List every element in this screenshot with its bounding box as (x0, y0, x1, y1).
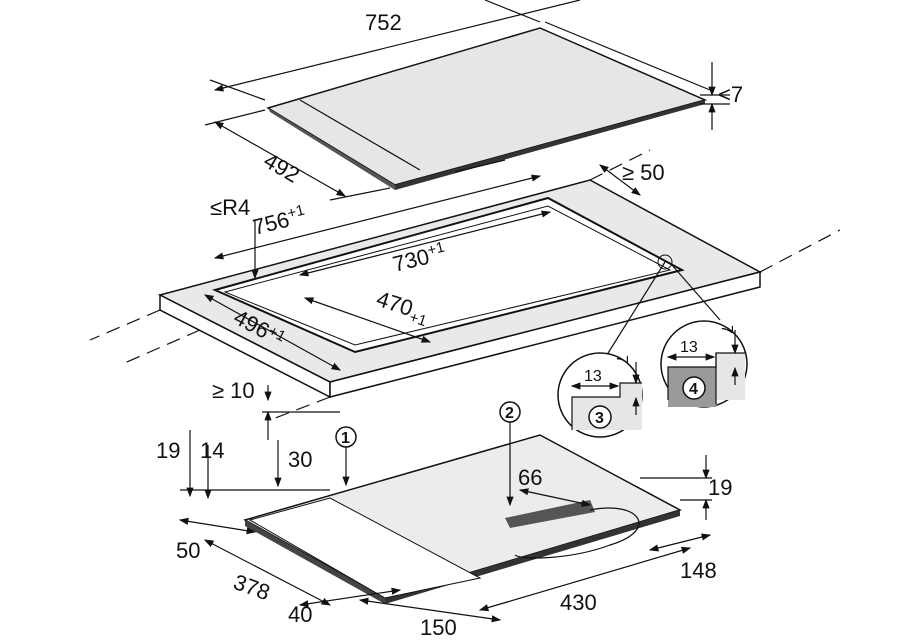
cutout-edge-distance-label: ≥ 50 (622, 160, 665, 185)
cutout-outer-width-tol-label: +1 (286, 202, 307, 223)
dimension-edge-50: ≥ 50 (599, 160, 665, 196)
bottom-hob-dim-50-label: 50 (176, 538, 200, 563)
callout-1: 1 (335, 426, 357, 487)
bottom-hob-dim-19-left-label: 19 (156, 438, 180, 463)
top-hob-depth-label: 492 (260, 148, 304, 188)
dimension-thickness: <7 (700, 62, 743, 130)
bottom-hob-dim-40-label: 40 (288, 602, 312, 627)
bottom-hob-dim-19-right-label: 19 (708, 475, 732, 500)
details-1-width-label: 13 (680, 339, 698, 356)
bottom-hob-callout-1-label: 1 (341, 430, 350, 447)
dimension-radius: ≤R4 (210, 195, 259, 280)
details-0-width-label: 13 (584, 368, 602, 385)
cutout-outer-depth-tol-label: +1 (265, 322, 288, 345)
details-1-height-label: 7 (718, 325, 735, 334)
bottom-hob-dim-30-label: 30 (288, 447, 312, 472)
detail-4: 13 7 4 (660, 320, 748, 408)
svg-text:756+1: 756+1 (250, 202, 309, 240)
bottom-hob-dim-14-label: 14 (200, 438, 224, 463)
bottom-hob-dim-150-label: 150 (420, 615, 457, 640)
width-label: 752 (365, 10, 402, 35)
details-0-number-label: 3 (595, 410, 604, 427)
bottom-hob-dim-430-label: 430 (560, 590, 597, 615)
cutout-clearance-label: ≥ 10 (212, 378, 255, 403)
dimension-clearance: ≥ 10 (212, 378, 340, 440)
cutout-radius-label: ≤R4 (210, 195, 250, 220)
bottom-hob-dim-66-label: 66 (518, 465, 542, 490)
details-0-height-label: 7 (613, 355, 630, 364)
details-1-number-label: 4 (689, 381, 698, 398)
callout-2: 2 (499, 401, 521, 507)
cutout-outer-width-label: 756 (250, 207, 292, 240)
bottom-hob-dim-148-label: 148 (680, 558, 717, 583)
bottom-hob-dim-378-label: 378 (230, 569, 273, 605)
top-hob-thickness-label: <7 (718, 82, 743, 107)
dimension-752: 752 (209, 0, 711, 101)
cutout-inner-width-tol-label: +1 (426, 239, 447, 260)
bottom-hob-callout-2-label: 2 (505, 405, 514, 422)
cutout-inner-depth-tol-label: +1 (407, 309, 429, 330)
bottom-dimension-labels: 19 14 30 66 19 50 378 40 150 430 148 (156, 430, 732, 640)
detail-3: 13 7 3 (557, 352, 643, 438)
